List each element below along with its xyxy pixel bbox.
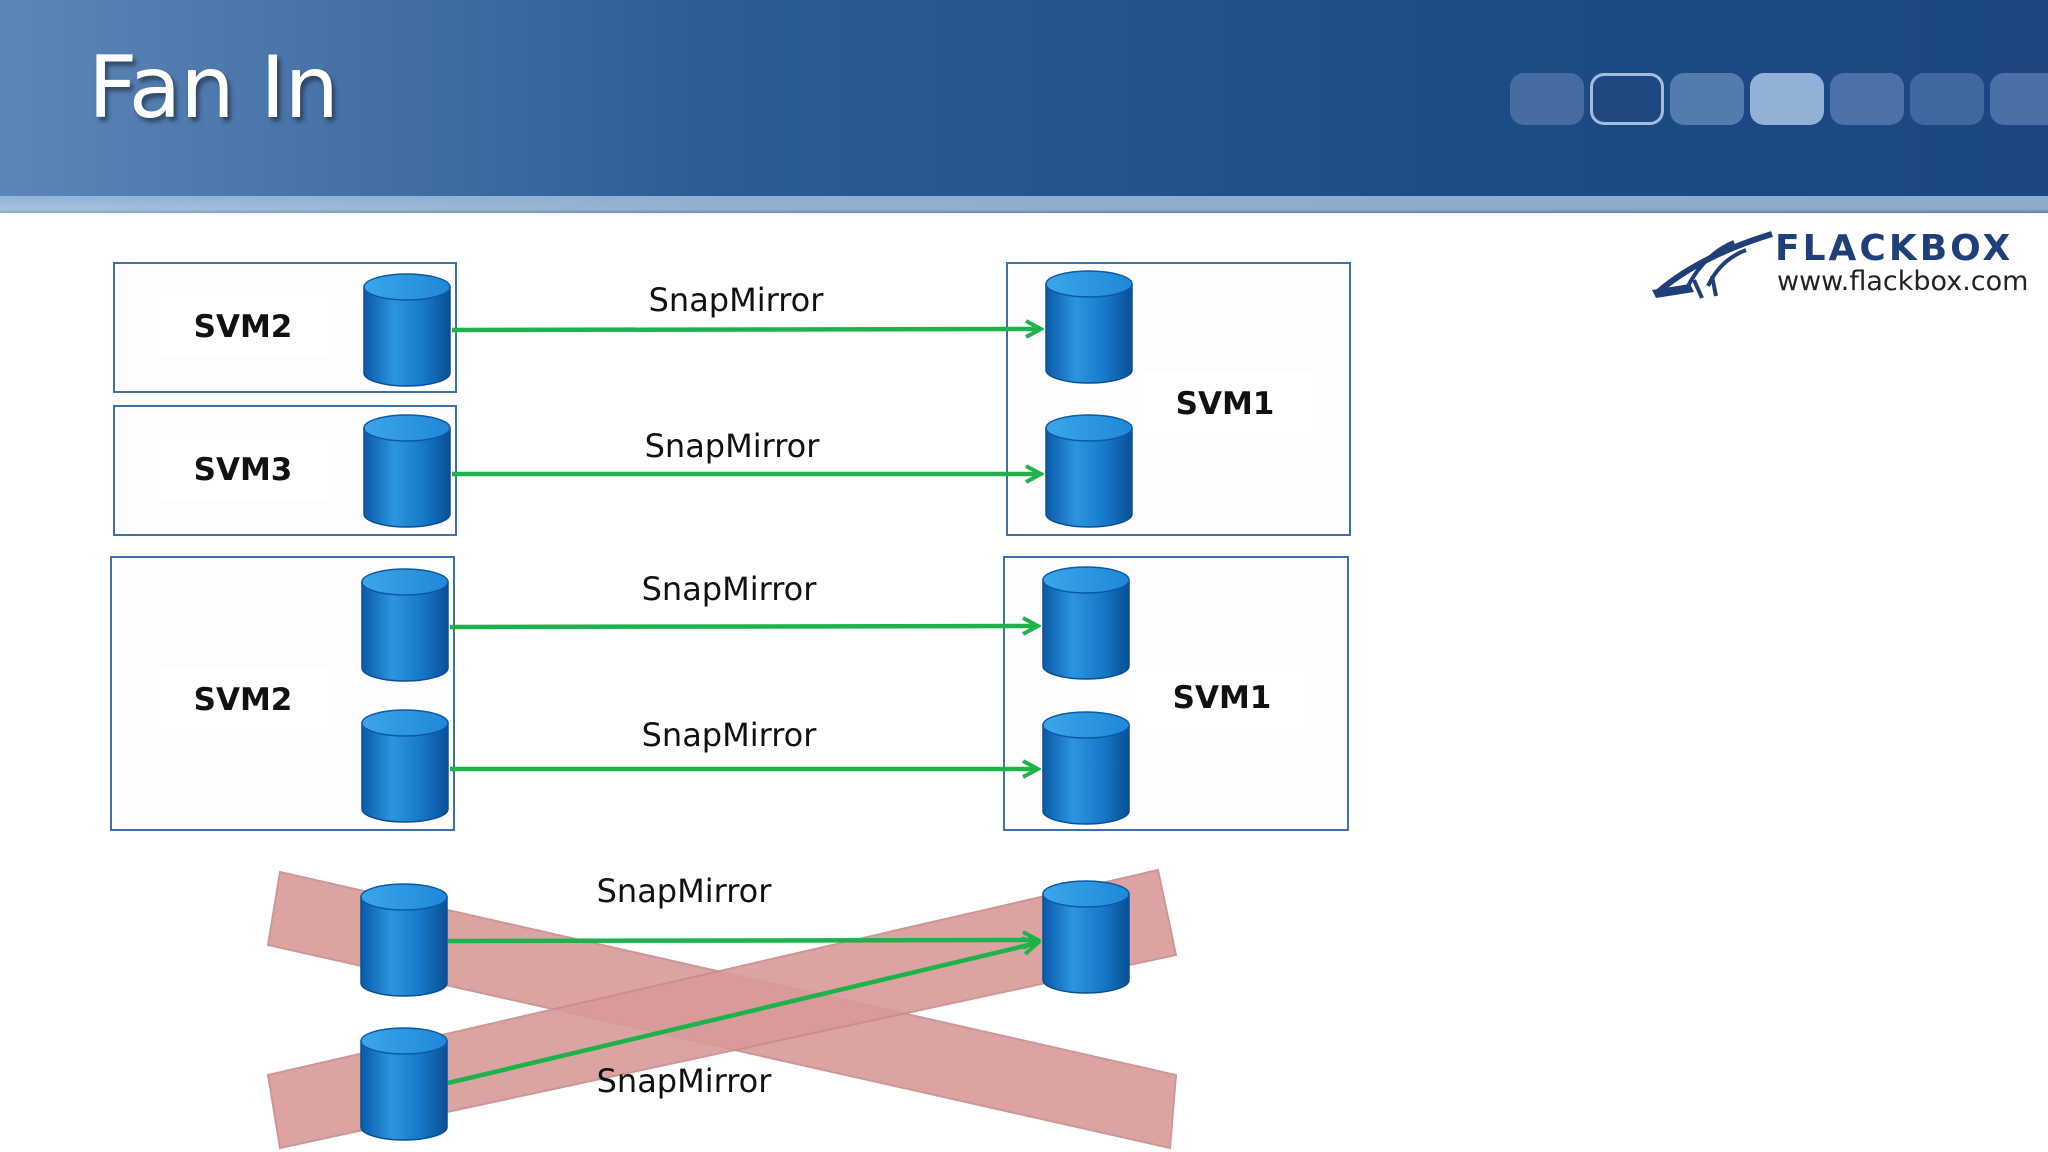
brand-name: FLACKBOX (1775, 228, 2014, 269)
header-tile-5 (1830, 73, 1904, 125)
header-tile-4 (1750, 73, 1824, 125)
volume-cylinder-icon (1045, 414, 1133, 528)
header-tile-1 (1510, 73, 1584, 125)
label-bg (1138, 372, 1314, 434)
snapmirror-arrow (451, 329, 1040, 330)
header-fade (0, 196, 2048, 218)
brand-url: www.flackbox.com (1777, 266, 2029, 297)
volume-cylinder-icon (363, 414, 451, 528)
label-bg (1134, 666, 1310, 728)
volume-cylinder-icon (363, 273, 451, 387)
header-tile-2 (1590, 73, 1664, 125)
volume-cylinder-icon (361, 568, 449, 682)
svm1-top-label: SVM1 (1176, 386, 1275, 422)
snapmirror-label: SnapMirror (642, 570, 818, 608)
snapmirror-arrow (447, 943, 1037, 1086)
label-bg (154, 438, 334, 500)
svm1-middle-label: SVM1 (1173, 680, 1272, 716)
snapmirror-label: SnapMirror (597, 1062, 773, 1100)
label-bg (154, 668, 334, 730)
snapmirror-label: SnapMirror (645, 427, 821, 465)
header-tile-7 (1990, 73, 2048, 125)
snapmirror-arrow (449, 626, 1037, 627)
snapmirror-label: SnapMirror (642, 716, 818, 754)
volume-cylinder-icon (361, 709, 449, 823)
volume-cylinder-icon (1042, 566, 1130, 680)
volume-cylinder-icon (1042, 880, 1130, 994)
slide-title: Fan In (88, 38, 339, 138)
header-tile-3 (1670, 73, 1744, 125)
svm3-label: SVM3 (194, 452, 293, 488)
volume-cylinder-icon (360, 1027, 448, 1141)
flackbox-logo-icon (1652, 231, 1773, 299)
svm2-middle-label: SVM2 (194, 682, 293, 718)
header-tile-6 (1910, 73, 1984, 125)
snapmirror-label: SnapMirror (597, 872, 773, 910)
snapmirror-arrow (447, 940, 1037, 941)
snapmirror-label: SnapMirror (649, 281, 825, 319)
volume-cylinder-icon (360, 883, 448, 997)
volume-cylinder-icon (1042, 711, 1130, 825)
svm2-top-label: SVM2 (194, 309, 293, 345)
label-bg (154, 295, 334, 357)
volume-cylinder-icon (1045, 270, 1133, 384)
